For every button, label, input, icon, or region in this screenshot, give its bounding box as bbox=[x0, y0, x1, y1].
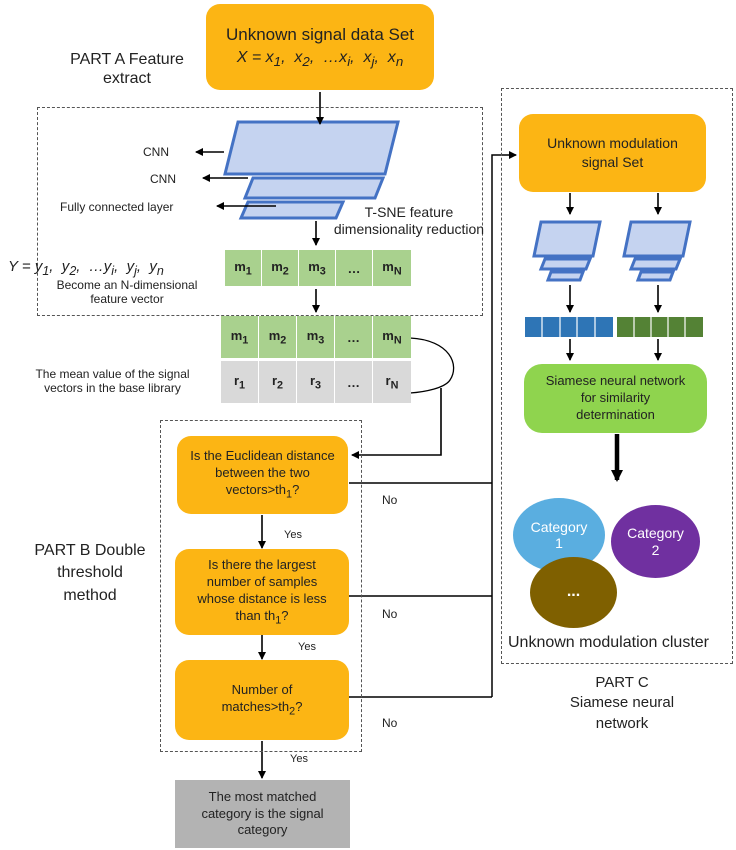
tsne-label-line1: T-SNE feature bbox=[364, 204, 454, 220]
more-clusters: ... bbox=[530, 557, 617, 628]
feature-vector-label: Become an N-dimensional feature vector bbox=[32, 278, 222, 307]
m-cell: m1 bbox=[221, 316, 259, 358]
feature-vector-line2: feature vector bbox=[90, 292, 164, 307]
unknown-modulation-box: Unknown modulation signal Set bbox=[519, 114, 706, 192]
q1-line2: between the two bbox=[215, 465, 310, 481]
result-box: The most matched category is the signal … bbox=[175, 780, 350, 848]
part-c-label-line1: PART C bbox=[595, 674, 649, 691]
no-label-2: No bbox=[382, 607, 398, 621]
category1-line2: 1 bbox=[555, 535, 563, 551]
modulation-line2: signal Set bbox=[581, 154, 644, 170]
r-cell: rN bbox=[373, 361, 411, 403]
yes-label-1: Yes bbox=[284, 529, 302, 541]
blue-feature-vector bbox=[525, 317, 613, 337]
m-vector: m1 m2 m3 … mN bbox=[221, 316, 411, 358]
category2-line1: Category bbox=[627, 525, 684, 542]
siamese-network-box: Siamese neural network for similarity de… bbox=[524, 364, 707, 433]
m-cell: m3 bbox=[299, 250, 336, 286]
q3-line2: matches>th2? bbox=[221, 698, 303, 718]
q2-line2: number of samples bbox=[206, 573, 318, 589]
yes-label-3: Yes bbox=[290, 753, 308, 765]
modulation-line1: Unknown modulation bbox=[547, 135, 678, 152]
part-c-label-line2: Siamese neural bbox=[569, 694, 675, 712]
cnn-label-1: CNN bbox=[143, 145, 169, 159]
green-feature-vector bbox=[617, 317, 703, 337]
r-vector: r1 r2 r3 … rN bbox=[221, 361, 411, 403]
part-a-label-line1: PART A Feature bbox=[70, 51, 184, 68]
yes-label-2: Yes bbox=[298, 641, 316, 653]
tsne-label-line2: dimensionality reduction bbox=[333, 220, 485, 237]
part-a-label-line2: extract bbox=[102, 70, 151, 88]
m-cell: mN bbox=[373, 250, 411, 286]
result-line3: category bbox=[237, 822, 288, 838]
part-b-label-line2: threshold bbox=[57, 564, 123, 582]
y-formula: Y = y1, y2, …yi, yj, yn bbox=[8, 258, 164, 278]
fully-connected-label: Fully connected layer bbox=[60, 200, 174, 214]
part-b-label: PART B Double threshold method bbox=[20, 540, 160, 607]
mean-value-line2: vectors in the base library bbox=[44, 381, 181, 396]
part-a-region bbox=[37, 107, 483, 316]
category1-line1: Category bbox=[530, 518, 588, 535]
mean-value-line1: The mean value of the signal bbox=[35, 367, 190, 381]
m-cell: m2 bbox=[262, 250, 299, 286]
no-label-1: No bbox=[382, 493, 398, 507]
part-c-label: PART C Siamese neural network bbox=[552, 673, 692, 734]
cnn-label-2: CNN bbox=[150, 172, 176, 186]
part-b-label-line3: method bbox=[63, 586, 117, 604]
m-cell: … bbox=[336, 250, 373, 286]
q2-line4: than th1? bbox=[235, 607, 289, 627]
mean-value-label: The mean value of the signal vectors in … bbox=[5, 367, 220, 396]
category-2-cluster: Category 2 bbox=[611, 505, 700, 578]
feature-vector-line1: Become an N-dimensional bbox=[56, 278, 198, 292]
r-cell: r3 bbox=[297, 361, 335, 403]
cnn-stack-right-icon bbox=[622, 220, 692, 282]
signal-dataset-title: Unknown signal data Set bbox=[225, 24, 415, 44]
part-b-region bbox=[160, 420, 362, 752]
m-cell: m3 bbox=[297, 316, 335, 358]
cnn-stack-left-icon bbox=[532, 220, 602, 282]
cluster-label: Unknown modulation cluster bbox=[508, 634, 709, 651]
r-cell: r1 bbox=[221, 361, 259, 403]
result-line2: category is the signal bbox=[201, 805, 324, 821]
m-cell: … bbox=[335, 316, 373, 358]
q2-line3: whose distance is less bbox=[197, 590, 327, 606]
result-line1: The most matched bbox=[208, 788, 317, 804]
siamese-line2: for similarity bbox=[580, 390, 651, 406]
no-label-3: No bbox=[382, 716, 398, 730]
m-cell: m1 bbox=[225, 250, 262, 286]
siamese-line3: determination bbox=[576, 406, 655, 422]
question-largest-box: Is there the largest number of samples w… bbox=[175, 549, 349, 635]
question-euclidean-box: Is the Euclidean distance between the tw… bbox=[177, 436, 348, 514]
more-clusters-text: ... bbox=[566, 583, 581, 601]
tsne-label: T-SNE feature dimensionality reduction bbox=[330, 204, 488, 238]
question-matches-box: Number of matches>th2? bbox=[175, 660, 349, 740]
r-cell: … bbox=[335, 361, 373, 403]
q1-line1: Is the Euclidean distance bbox=[190, 448, 335, 464]
signal-dataset-box: Unknown signal data Set X = x1, x2, …xi,… bbox=[206, 4, 434, 90]
signal-dataset-formula: X = x1, x2, …xi, xj, xn bbox=[236, 48, 404, 70]
part-b-label-line1: PART B Double bbox=[34, 542, 146, 559]
m-cell: m2 bbox=[259, 316, 297, 358]
part-a-label: PART A Feature extract bbox=[42, 50, 212, 88]
part-c-label-line3: network bbox=[595, 714, 649, 732]
q1-line3: vectors>th1? bbox=[225, 482, 300, 501]
part-c-region bbox=[501, 88, 733, 664]
r-cell: r2 bbox=[259, 361, 297, 403]
m-vector-reduced: m1 m2 m3 … mN bbox=[225, 250, 411, 288]
category2-line2: 2 bbox=[651, 541, 660, 558]
cnn-stack-icon bbox=[223, 120, 400, 220]
q3-line1: Number of bbox=[231, 681, 293, 697]
q2-line1: Is there the largest bbox=[208, 556, 316, 572]
m-cell: mN bbox=[373, 316, 411, 358]
siamese-line1: Siamese neural network bbox=[545, 373, 686, 389]
